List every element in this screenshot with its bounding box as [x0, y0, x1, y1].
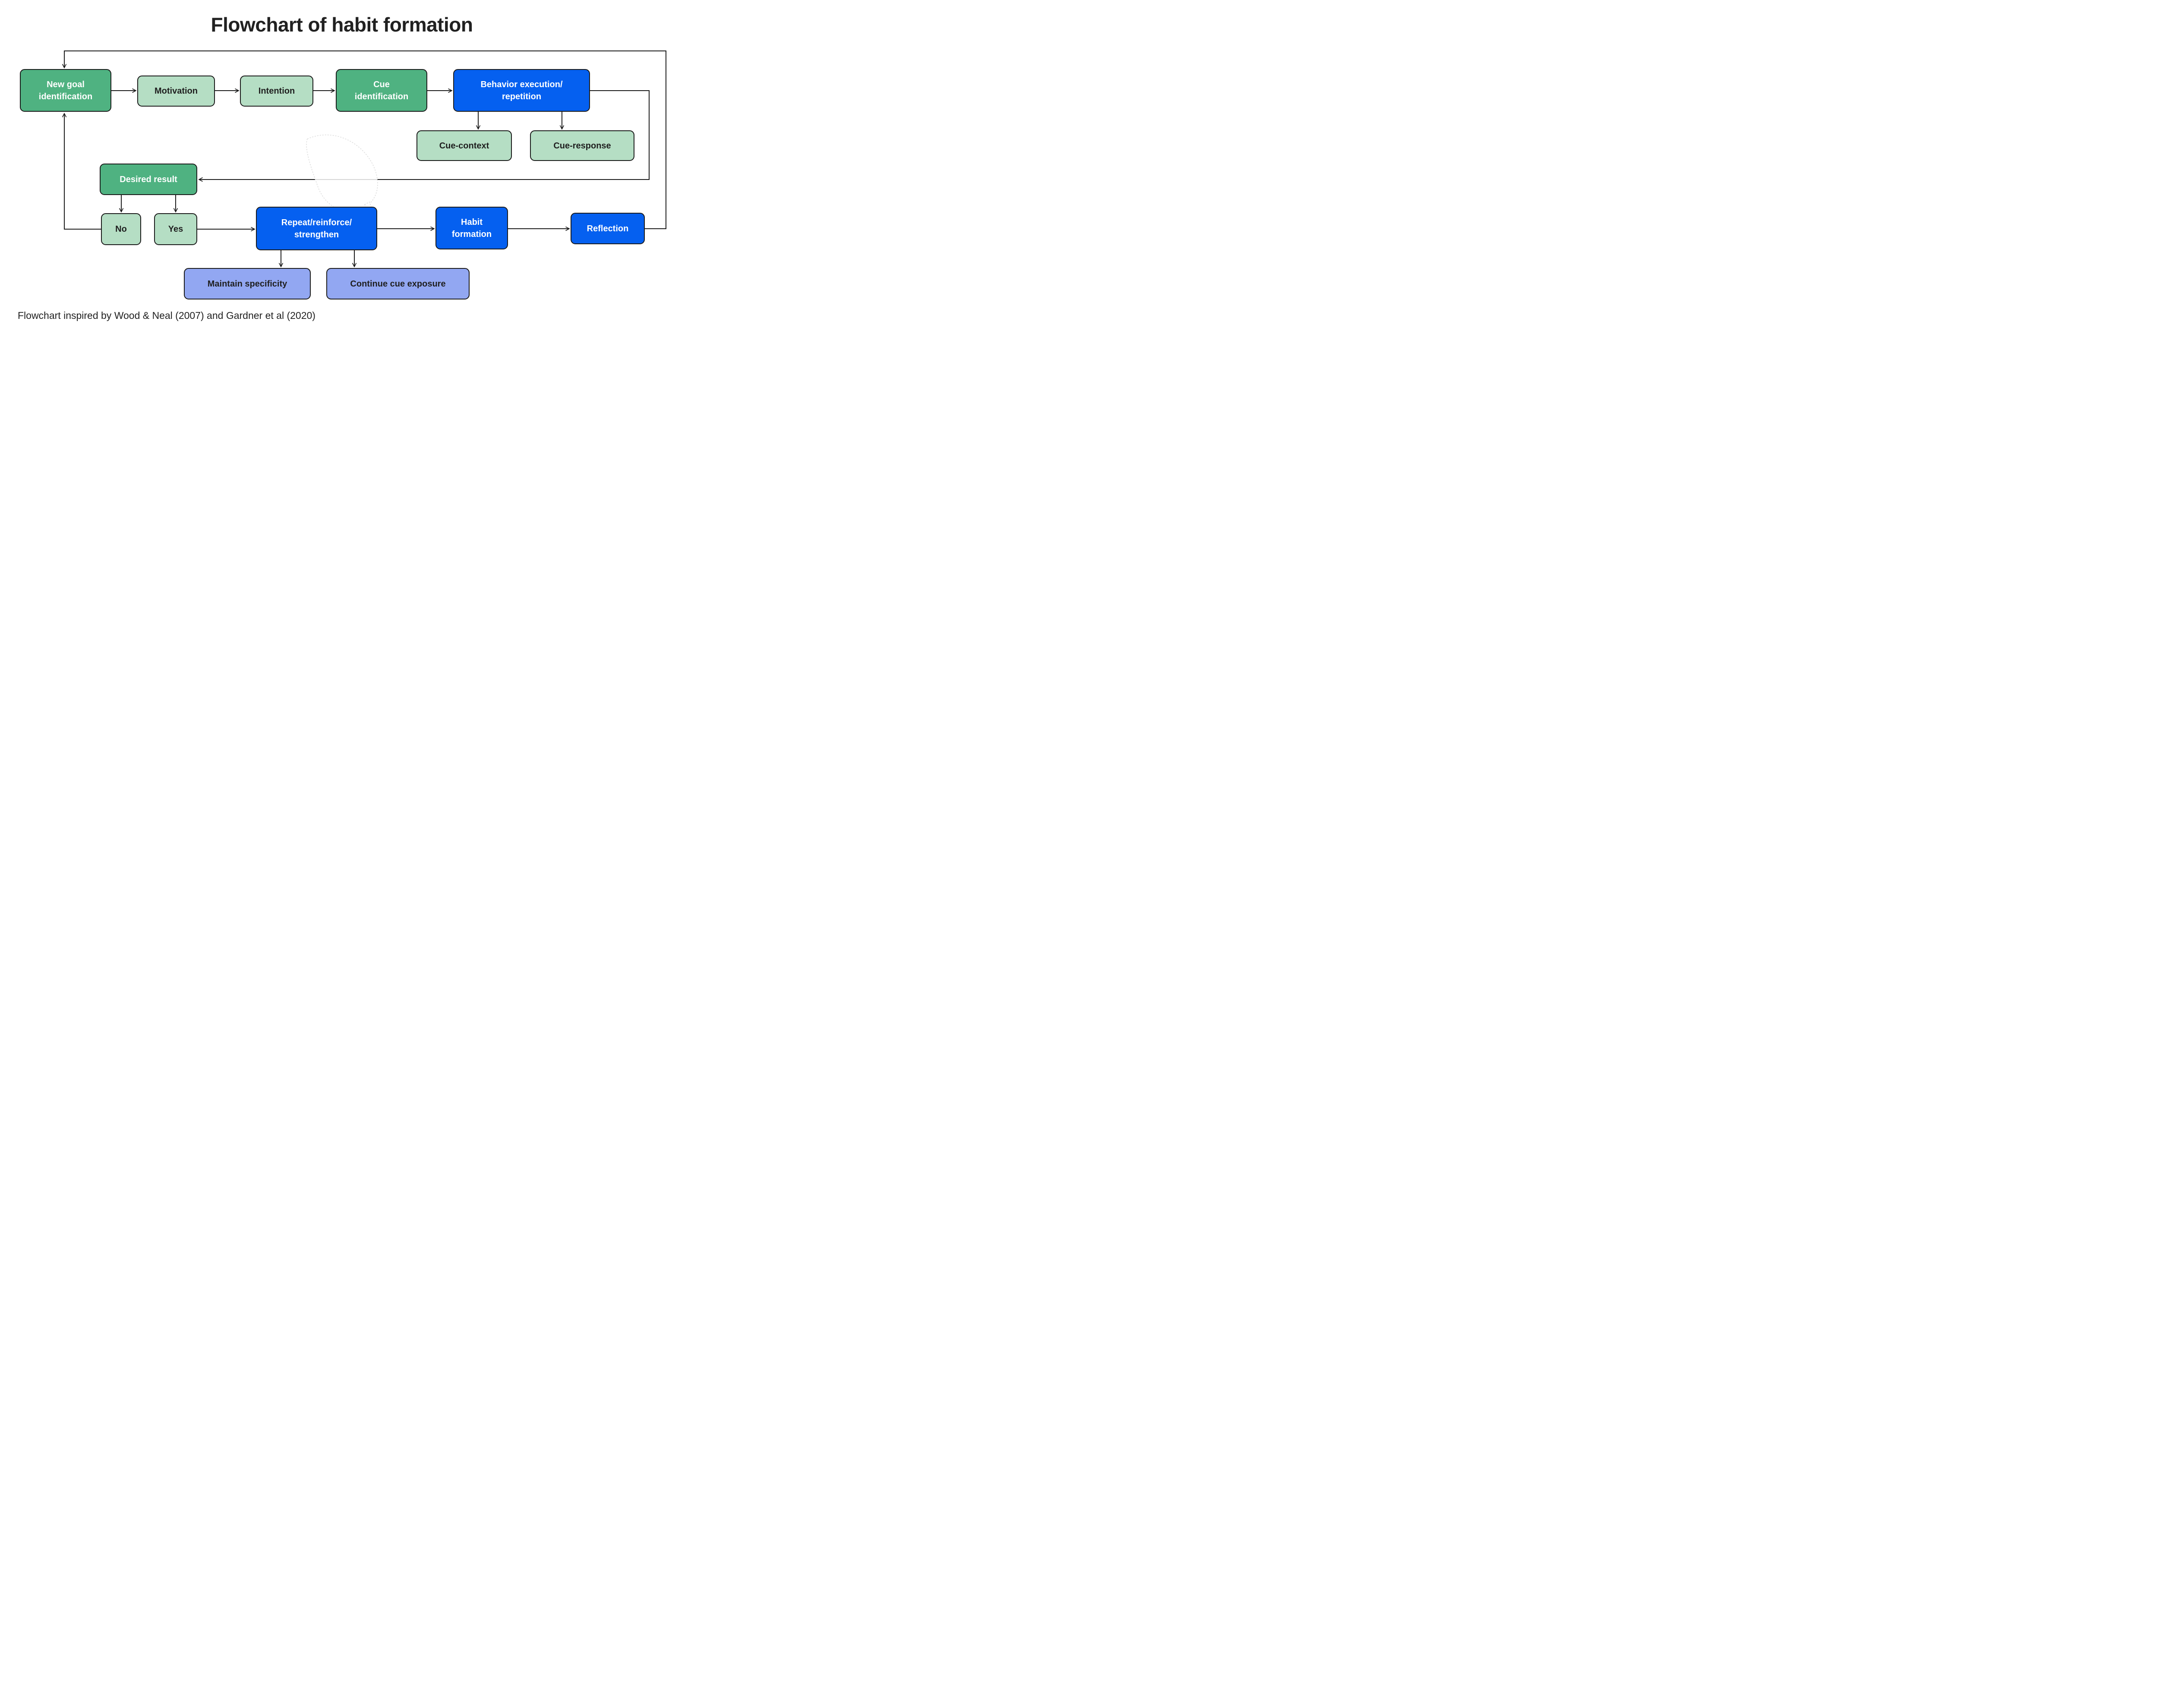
node-continue-cue-exposure: Continue cue exposure [326, 268, 470, 299]
node-new-goal-identification: New goal identification [20, 69, 111, 112]
node-intention: Intention [240, 76, 313, 107]
node-label: Motivation [155, 86, 198, 96]
node-habit-formation: Habit formation [435, 207, 508, 249]
node-cue-context: Cue-context [416, 130, 512, 161]
node-cue-response: Cue-response [530, 130, 634, 161]
flowchart-canvas: Flowchart of habit formation [0, 0, 684, 342]
node-label: Habit formation [451, 217, 492, 239]
node-label: New goal identification [38, 79, 93, 101]
page-title: Flowchart of habit formation [211, 13, 473, 36]
node-desired-result: Desired result [100, 164, 197, 195]
node-motivation: Motivation [137, 76, 215, 107]
node-behavior-execution: Behavior execution/ repetition [453, 69, 590, 112]
node-label: Continue cue exposure [350, 279, 446, 289]
node-label: Behavior execution/ repetition [480, 79, 563, 101]
arrow-behavior-desired [199, 90, 650, 180]
node-reflection: Reflection [571, 213, 645, 244]
node-label: Intention [258, 86, 295, 96]
node-label: Cue-response [553, 141, 611, 151]
node-label: Cue identification [354, 79, 409, 101]
arrow-reflection-newgoal-loop [64, 50, 666, 229]
node-label: Repeat/reinforce/ strengthen [281, 217, 352, 239]
node-no: No [101, 213, 141, 245]
node-label: Maintain specificity [207, 279, 287, 289]
source-caption: Flowchart inspired by Wood & Neal (2007)… [18, 310, 315, 321]
node-repeat-reinforce-strengthen: Repeat/reinforce/ strengthen [256, 207, 377, 250]
node-label: No [115, 224, 127, 234]
node-yes: Yes [154, 213, 197, 245]
node-cue-identification: Cue identification [336, 69, 427, 112]
connector-lines [64, 50, 666, 267]
node-maintain-specificity: Maintain specificity [184, 268, 311, 299]
node-label: Reflection [587, 224, 629, 233]
node-label: Yes [168, 224, 183, 234]
node-label: Cue-context [439, 141, 489, 151]
node-label: Desired result [120, 174, 177, 184]
arrow-no-newgoal [64, 113, 101, 230]
